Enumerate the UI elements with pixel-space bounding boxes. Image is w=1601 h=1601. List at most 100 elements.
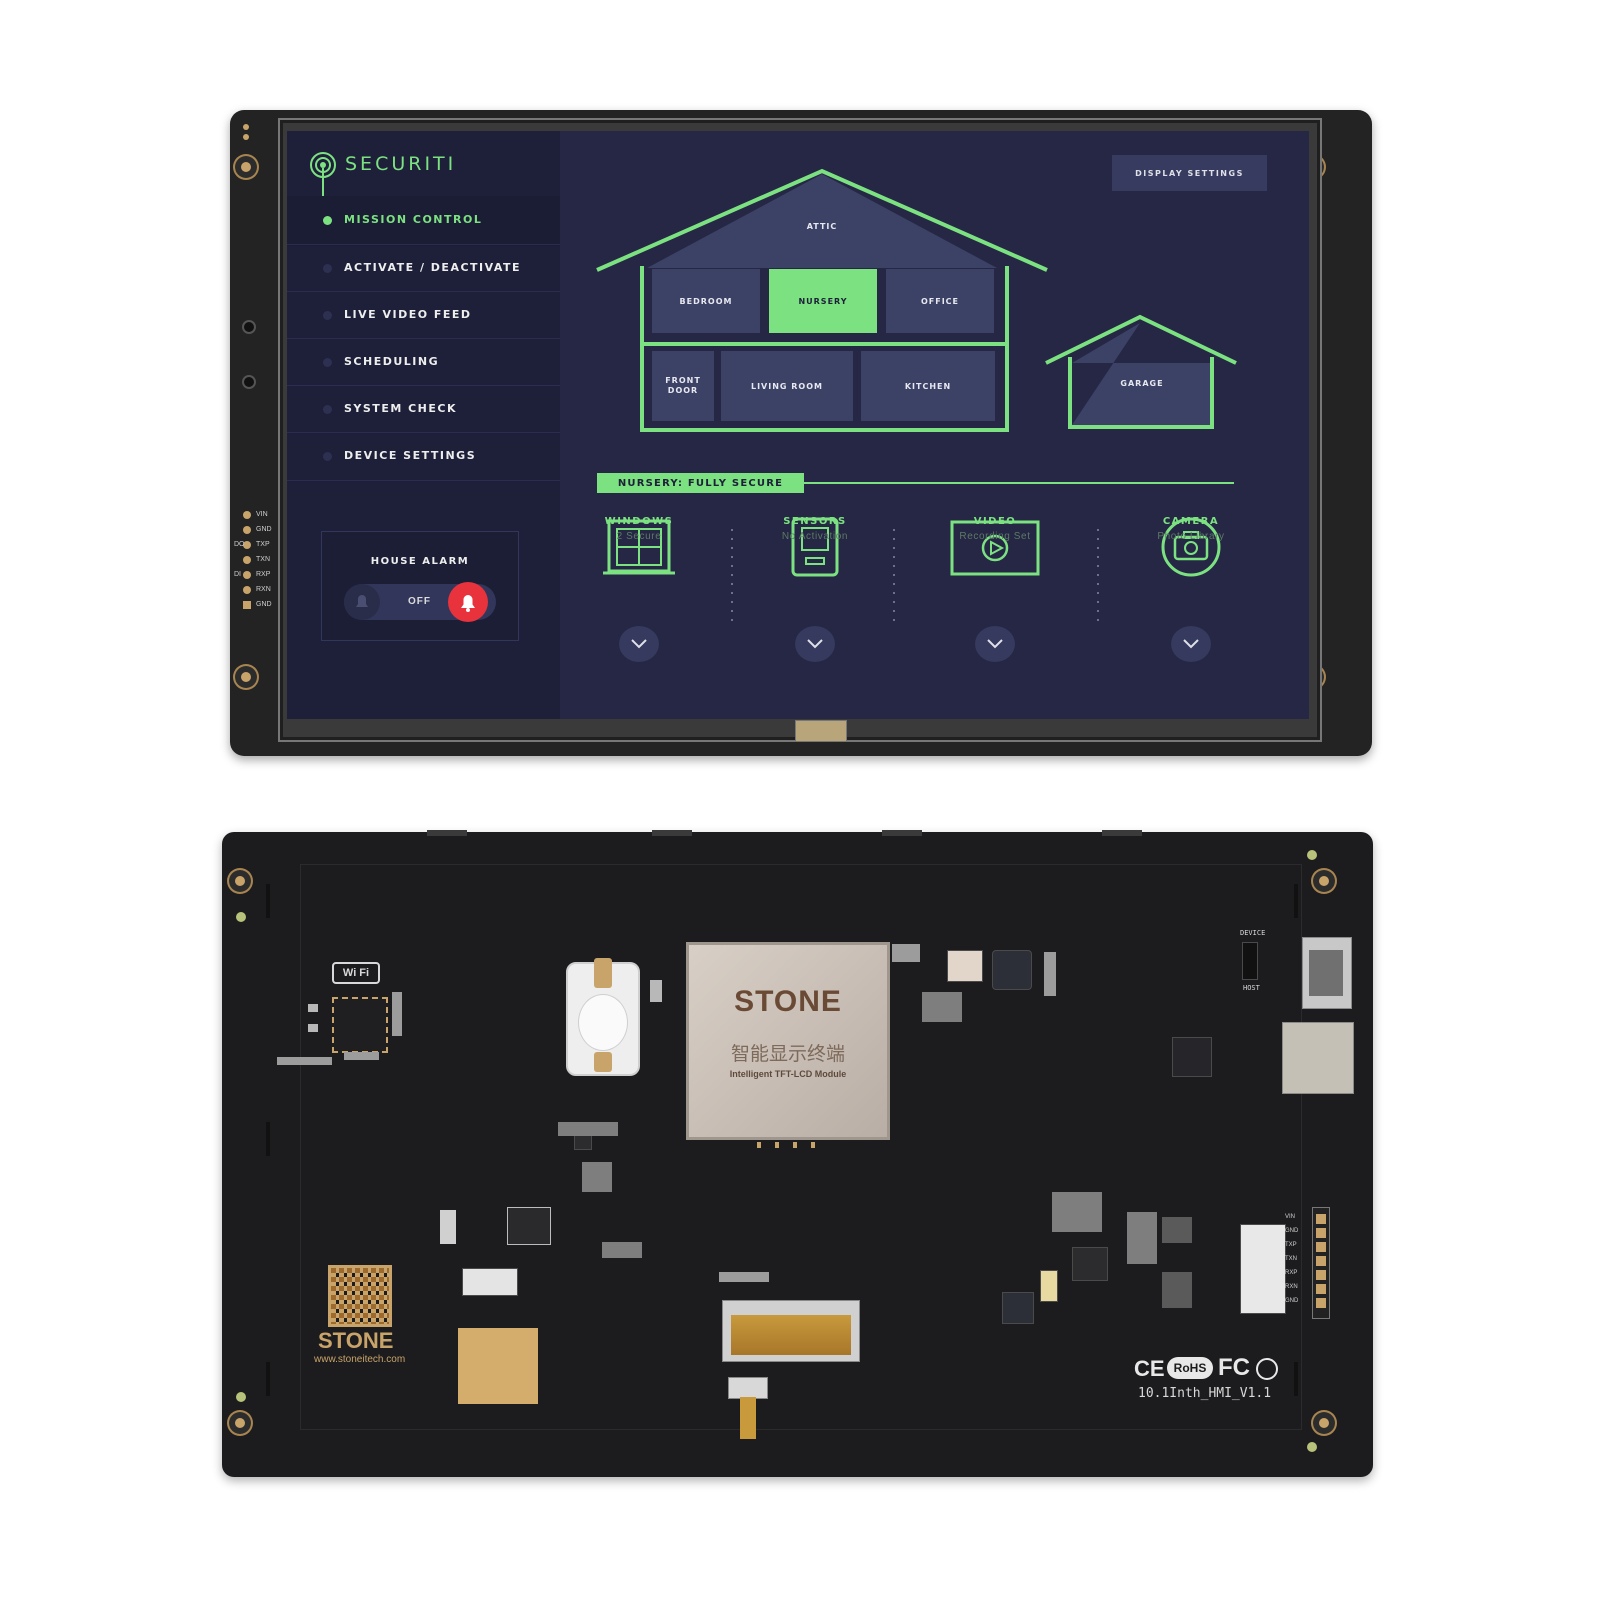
pin-label: GND xyxy=(1285,1228,1299,1234)
inductor xyxy=(1002,1292,1034,1324)
room-attic[interactable]: ATTIC xyxy=(806,221,838,231)
sidebar-item-live-video[interactable]: LIVE VIDEO FEED xyxy=(287,291,560,339)
sidebar: SECURITI MISSION CONTROL ACTIVATE / DEAC… xyxy=(287,131,560,719)
room-living-room[interactable]: LIVING ROOM xyxy=(721,351,853,421)
sidebar-item-activate[interactable]: ACTIVATE / DEACTIVATE xyxy=(287,244,560,292)
sidebar-item-label: SCHEDULING xyxy=(344,355,440,368)
display-settings-label: DISPLAY SETTINGS xyxy=(1135,168,1244,178)
ic xyxy=(1072,1247,1108,1281)
divider xyxy=(731,529,733,625)
mount-hole xyxy=(229,1412,251,1434)
feature-subtitle: 2 Secure xyxy=(616,531,662,542)
bullet-icon xyxy=(323,405,332,414)
room-bedroom[interactable]: BEDROOM xyxy=(652,269,760,333)
mount-hole xyxy=(1313,870,1335,892)
room-office[interactable]: OFFICE xyxy=(886,269,994,333)
room-label: DOOR xyxy=(667,386,699,395)
pin-label: VIN xyxy=(256,511,268,518)
brand-title: SECURITI xyxy=(345,153,457,175)
expand-video-button[interactable] xyxy=(975,626,1015,662)
signal-logo-icon xyxy=(310,152,336,217)
room-front-door[interactable]: FRONT DOOR xyxy=(652,351,714,421)
sidebar-item-device-settings[interactable]: DEVICE SETTINGS xyxy=(287,432,560,481)
network-port xyxy=(1282,1022,1354,1094)
feature-subtitle: No Activation xyxy=(781,531,849,542)
pin-label: TXN xyxy=(1285,1256,1297,1262)
chevron-down-icon xyxy=(631,639,647,649)
mount-hole xyxy=(235,666,257,688)
status-text: NURSERY: FULLY SECURE xyxy=(617,477,784,489)
bullet-icon xyxy=(323,311,332,320)
video-icon xyxy=(950,520,1040,576)
connector xyxy=(947,950,983,982)
display-settings-button[interactable]: DISPLAY SETTINGS xyxy=(1112,155,1267,191)
pb-free-icon xyxy=(1256,1358,1278,1380)
website-url: www.stoneitech.com xyxy=(314,1354,406,1365)
house-alarm-panel: HOUSE ALARM OFF xyxy=(321,531,519,641)
network-chip xyxy=(1172,1037,1212,1077)
alarm-state: OFF xyxy=(408,596,431,607)
sidebar-item-system-check[interactable]: SYSTEM CHECK xyxy=(287,385,560,433)
ce-mark: CE xyxy=(1134,1356,1165,1381)
sidebar-item-label: ACTIVATE / DEACTIVATE xyxy=(344,261,522,274)
flex-cable xyxy=(740,1397,756,1439)
gold-pad xyxy=(458,1328,538,1404)
feature-video[interactable]: VIDEO Recording Set xyxy=(920,516,1070,542)
stone-logo: STONE xyxy=(318,1328,394,1353)
pin-label: RXP xyxy=(256,571,271,578)
feature-title: SENSORS xyxy=(783,516,847,527)
room-garage[interactable]: GARAGE xyxy=(1120,378,1164,388)
feature-title: WINDOWS xyxy=(604,516,674,527)
usb-device-label: DEVICE xyxy=(1240,929,1266,937)
expand-windows-button[interactable] xyxy=(619,626,659,662)
chevron-down-icon xyxy=(987,639,1003,649)
feature-subtitle: Recording Set xyxy=(959,531,1031,542)
room-kitchen[interactable]: KITCHEN xyxy=(861,351,995,421)
room-label: FRONT xyxy=(665,376,701,385)
uart-connector xyxy=(1240,1224,1286,1314)
sidebar-item-mission-control[interactable]: MISSION CONTROL xyxy=(287,197,560,244)
rohs-label: RoHS xyxy=(1173,1361,1207,1375)
wifi-chip xyxy=(332,997,388,1053)
lcd-screen: SECURITI MISSION CONTROL ACTIVATE / DEAC… xyxy=(287,131,1309,719)
alarm-toggle[interactable]: OFF xyxy=(344,582,496,622)
sidebar-item-label: SYSTEM CHECK xyxy=(344,402,457,415)
rohs-badge: RoHS xyxy=(1167,1357,1213,1379)
capacitor xyxy=(1040,1270,1058,1302)
pin-label: TXN xyxy=(256,556,270,563)
pin-label: TXP xyxy=(1285,1242,1297,1248)
sidebar-item-scheduling[interactable]: SCHEDULING xyxy=(287,338,560,386)
bullet-icon xyxy=(323,264,332,273)
feature-camera[interactable]: CAMERA Photo Library xyxy=(1116,516,1266,542)
mount-hole xyxy=(1313,1412,1335,1434)
expand-camera-button[interactable] xyxy=(1171,626,1211,662)
usb-host-label: HOST xyxy=(1243,984,1260,992)
pin-label: RXP xyxy=(1285,1270,1298,1276)
divider xyxy=(893,529,895,625)
usb-switch xyxy=(1242,942,1258,980)
chevron-down-icon xyxy=(807,639,823,649)
chip-small xyxy=(507,1207,551,1245)
divider xyxy=(1097,529,1099,625)
feature-windows[interactable]: WINDOWS 2 Secure xyxy=(564,516,714,542)
pin-label: GND xyxy=(1285,1298,1299,1304)
camera-icon xyxy=(1161,517,1221,577)
pin-header xyxy=(1312,1207,1330,1319)
fc-mark: FC xyxy=(1218,1354,1250,1381)
right-pin-labels: VIN GND TXP TXN RXP RXN GND xyxy=(1285,1210,1307,1308)
chip-brand: STONE xyxy=(734,985,842,1018)
mount-hole xyxy=(235,156,257,178)
pcb-back: Wi Fi STONE 智能显示终端 Intelligent TFT-LCD M… xyxy=(222,830,1373,1477)
bullet-icon xyxy=(323,358,332,367)
feature-subtitle: Photo Library xyxy=(1157,531,1225,542)
expand-sensors-button[interactable] xyxy=(795,626,835,662)
pin-label: RXN xyxy=(1285,1284,1298,1290)
feature-sensors[interactable]: SENSORS No Activation xyxy=(740,516,890,542)
active-dot-icon xyxy=(323,216,332,225)
pin-group-label: DI xyxy=(234,571,241,578)
bullet-icon xyxy=(323,452,332,461)
room-nursery[interactable]: NURSERY xyxy=(769,269,877,333)
usb-port xyxy=(1302,937,1352,1009)
status-badge: NURSERY: FULLY SECURE xyxy=(597,473,804,493)
wifi-badge: Wi Fi xyxy=(332,962,380,984)
